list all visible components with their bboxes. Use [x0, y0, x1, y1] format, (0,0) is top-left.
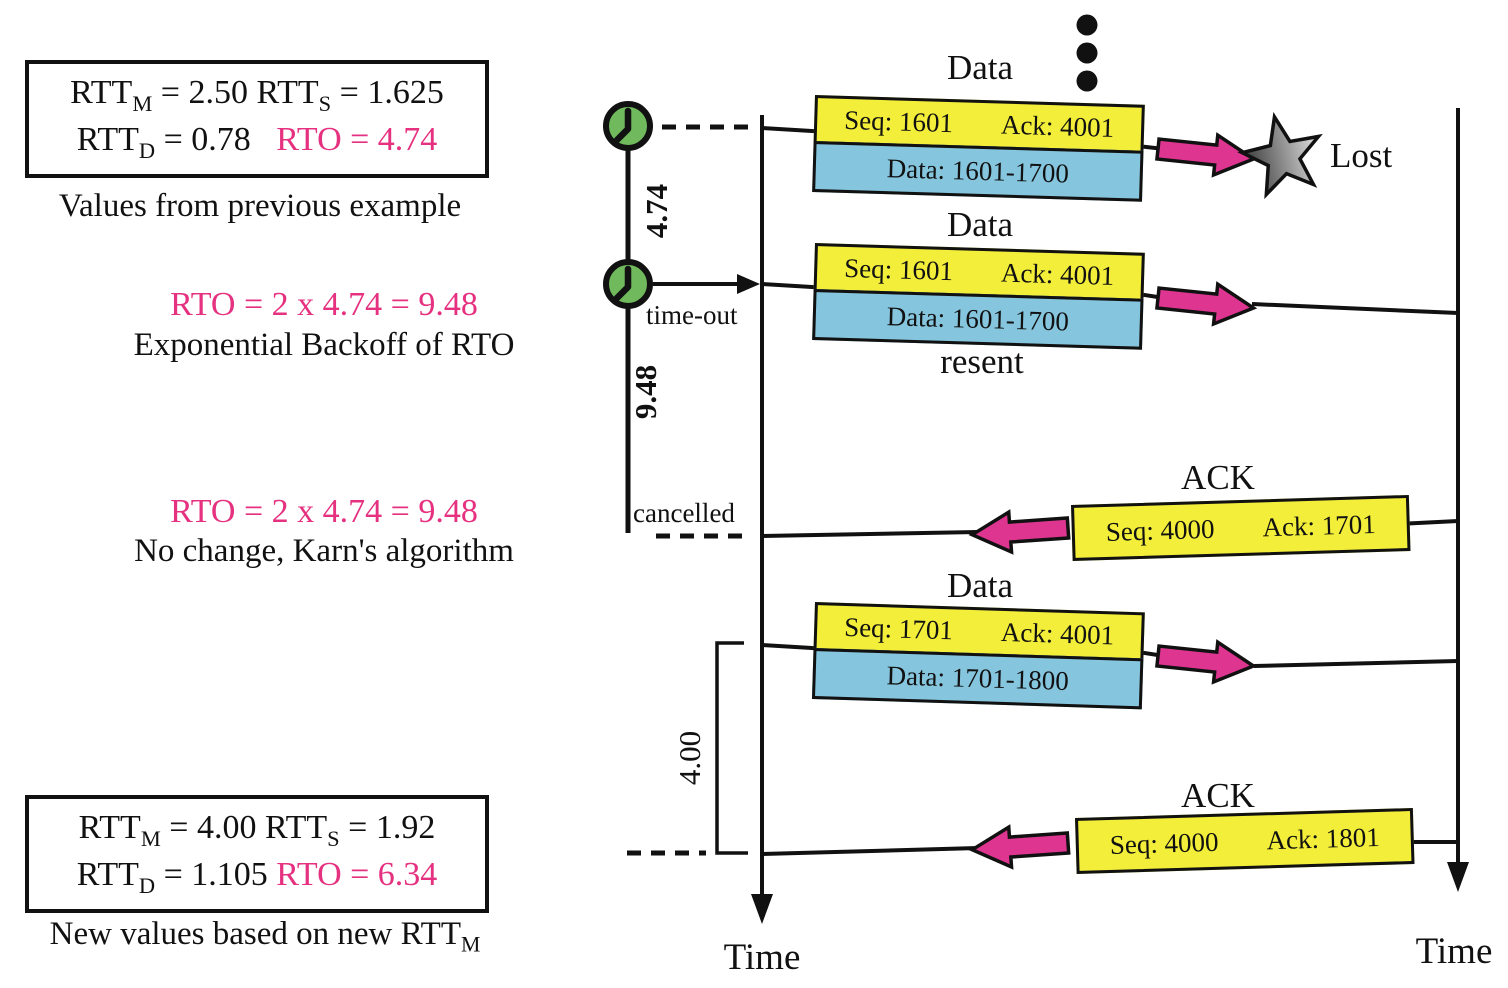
lost-star-icon	[1237, 111, 1323, 200]
new-values-box: RTTM = 4.00 RTTS = 1.92 RTTD = 1.105 RTO…	[25, 795, 489, 913]
data1-ack: Ack: 4001	[1000, 109, 1115, 143]
ack2-title: ACK	[1181, 776, 1255, 815]
data1-packet: Seq: 1601 Ack: 4001 Data: 1601-1700	[812, 95, 1145, 202]
sender-time-label: Time	[723, 937, 801, 978]
segment-lines	[761, 126, 1459, 856]
sender-timeline	[751, 115, 773, 924]
receiver-time-label: Time	[1415, 931, 1493, 972]
data3-payload: Data: 1701-1800	[811, 647, 1144, 710]
timeout-label: time-out	[646, 300, 738, 330]
data2-payload: Data: 1601-1700	[812, 288, 1144, 350]
new-values-caption: New values based on new RTTM	[49, 916, 481, 957]
data2-title: Data	[946, 205, 1014, 244]
data3-packet: Seq: 1701 Ack: 4001 Data: 1701-1800	[811, 602, 1145, 710]
rtt-values-line2: RTTD = 0.78 RTO = 4.74	[76, 120, 438, 163]
clock-icon-start	[603, 101, 653, 151]
data3-arrow-icon	[1155, 639, 1258, 685]
receiver-timeline-arrowhead-icon	[1447, 862, 1469, 892]
data1-arrow-icon	[1155, 132, 1258, 178]
ack2-ack: Ack: 1801	[1266, 821, 1381, 855]
data3-ack: Ack: 4001	[1000, 616, 1115, 651]
ack1-line-left	[761, 530, 979, 538]
rtt-values-line1: RTTM = 2.50 RTTS = 1.625	[70, 74, 444, 116]
resent-label: resent	[940, 342, 1024, 381]
ack1-ack: Ack: 1701	[1262, 508, 1377, 542]
data3-seq: Seq: 1701	[843, 611, 954, 646]
data3-arrive-line	[1253, 659, 1459, 668]
new-rtt-values-line1: RTTM = 4.00 RTTS = 1.92	[78, 809, 436, 851]
data3-title: Data	[946, 566, 1014, 605]
data2-ack: Ack: 4001	[1000, 257, 1115, 291]
data2-seq: Seq: 1601	[843, 252, 954, 287]
clock-icon-timeout	[603, 259, 653, 309]
ack2-seq: Seq: 4000	[1109, 826, 1219, 860]
ack2-line-left	[761, 846, 979, 856]
backoff-caption: Exponential Backoff of RTO	[133, 327, 515, 363]
data1-seq: Seq: 1601	[843, 104, 954, 139]
karn-formula: RTO = 2 x 4.74 = 9.48	[170, 493, 478, 530]
timeout-arrow	[653, 274, 760, 294]
data2-arrive-line	[1251, 302, 1459, 315]
timer-interval-1-label: 4.74	[639, 183, 674, 239]
ack1-arrow-icon	[968, 509, 1071, 555]
measured-rtt-label: 4.00	[672, 730, 707, 786]
backoff-formula: RTO = 2 x 4.74 = 9.48	[170, 286, 478, 323]
sender-timeline-arrowhead-icon	[751, 894, 773, 924]
ack2-packet: Seq: 4000 Ack: 1801	[1075, 807, 1415, 874]
previous-values-caption: Values from previous example	[58, 188, 462, 224]
ack1-title: ACK	[1181, 458, 1255, 497]
ack1-packet: Seq: 4000 Ack: 1701	[1071, 494, 1411, 561]
lost-label: Lost	[1330, 136, 1393, 175]
data1-payload: Data: 1601-1700	[812, 140, 1144, 202]
data2-packet: Seq: 1601 Ack: 4001 Data: 1601-1700	[812, 243, 1145, 350]
timer-interval-2-label: 9.48	[628, 364, 663, 420]
karn-caption: No change, Karn's algorithm	[134, 533, 514, 569]
data2-arrow-icon	[1155, 281, 1258, 327]
rtt-measure-bracket	[715, 641, 748, 855]
new-rtt-values-line2: RTTD = 1.105 RTO = 6.34	[76, 855, 438, 898]
cancelled-label: cancelled	[633, 498, 735, 528]
receiver-timeline	[1447, 108, 1469, 892]
timeout-arrowhead-icon	[737, 274, 760, 294]
previous-values-box: RTTM = 2.50 RTTS = 1.625 RTTD = 0.78 RTO…	[25, 60, 489, 178]
continuation-dots-icon	[1076, 14, 1098, 92]
ack1-seq: Seq: 4000	[1105, 513, 1215, 547]
ack2-arrow-icon	[968, 824, 1071, 870]
data1-title: Data	[946, 48, 1014, 87]
